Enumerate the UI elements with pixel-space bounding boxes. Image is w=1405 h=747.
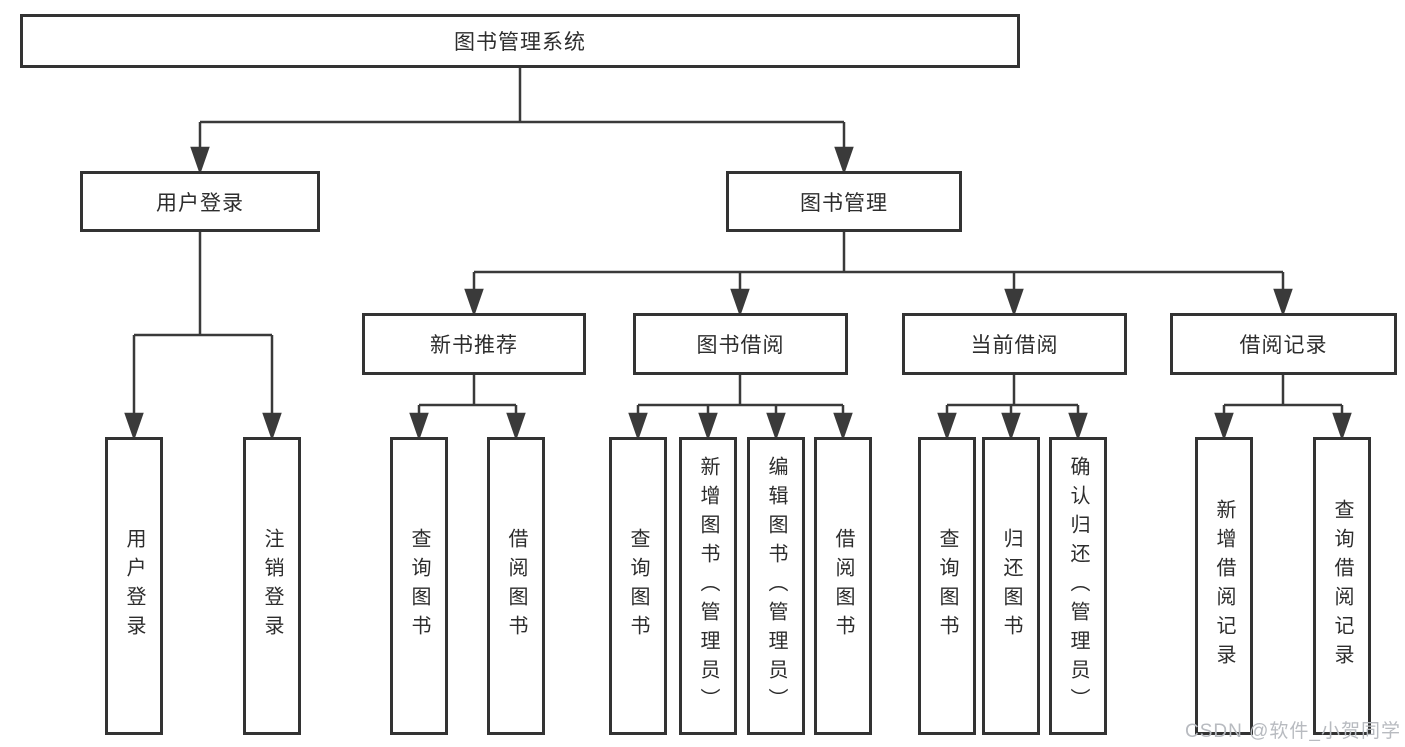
- leaf-borrow-books: 借阅图书: [814, 437, 872, 735]
- arrowhead: [730, 288, 750, 317]
- leaf-return-books: 归还图书: [982, 437, 1040, 735]
- arrowhead: [1273, 288, 1293, 317]
- arrowhead: [409, 412, 429, 441]
- leaf-label: 借阅图书: [832, 528, 854, 644]
- leaf-label: 编辑图书（管理员）: [765, 455, 787, 717]
- arrowhead: [833, 412, 853, 441]
- leaf-query-borrow-record: 查询借阅记录: [1313, 437, 1371, 735]
- node-book-borrow: 图书借阅: [633, 313, 848, 375]
- connector-root-to-level2: [190, 68, 854, 175]
- leaf-label: 查询图书: [627, 528, 649, 644]
- arrowhead: [937, 412, 957, 441]
- leaf-label: 借阅图书: [505, 528, 527, 644]
- arrowhead: [834, 146, 854, 175]
- leaf-label: 注销登录: [261, 528, 283, 644]
- arrowhead: [1214, 412, 1234, 441]
- leaf-label: 新增图书（管理员）: [697, 455, 719, 717]
- leaf-label: 查询借阅记录: [1331, 499, 1353, 673]
- arrowhead: [1068, 412, 1088, 441]
- arrowhead: [766, 412, 786, 441]
- connector-borrow-to-leaves: [628, 375, 853, 441]
- arrowhead: [262, 412, 282, 441]
- node-book-management: 图书管理: [726, 171, 962, 232]
- node-user-login: 用户登录: [80, 171, 320, 232]
- connector-userlogin-to-leaves: [124, 232, 282, 441]
- leaf-label: 查询图书: [408, 528, 430, 644]
- leaf-confirm-return-admin: 确认归还（管理员）: [1049, 437, 1107, 735]
- arrowhead: [698, 412, 718, 441]
- leaf-label: 归还图书: [1000, 528, 1022, 644]
- leaf-label: 确认归还（管理员）: [1067, 455, 1089, 717]
- arrowhead: [1332, 412, 1352, 441]
- arrowhead: [464, 288, 484, 317]
- arrowhead: [506, 412, 526, 441]
- connector-records-to-leaves: [1214, 375, 1352, 441]
- connector-bookmgmt-to-level3: [464, 232, 1293, 317]
- leaf-logout: 注销登录: [243, 437, 301, 735]
- arrowhead: [190, 146, 210, 175]
- connector-recommend-to-leaves: [409, 375, 526, 441]
- arrowhead: [1001, 412, 1021, 441]
- leaf-query-books-current: 查询图书: [918, 437, 976, 735]
- leaf-edit-books-admin: 编辑图书（管理员）: [747, 437, 805, 735]
- leaf-add-books-admin: 新增图书（管理员）: [679, 437, 737, 735]
- leaf-label: 新增借阅记录: [1213, 499, 1235, 673]
- arrowhead: [124, 412, 144, 441]
- node-current-borrow: 当前借阅: [902, 313, 1127, 375]
- leaf-label: 用户登录: [123, 528, 145, 644]
- leaf-query-books-recommend: 查询图书: [390, 437, 448, 735]
- connector-current-to-leaves: [937, 375, 1088, 441]
- arrowhead: [1004, 288, 1024, 317]
- leaf-add-borrow-record: 新增借阅记录: [1195, 437, 1253, 735]
- leaf-query-books-borrow: 查询图书: [609, 437, 667, 735]
- csdn-watermark: CSDN @软件_小贺同学: [1185, 721, 1401, 742]
- node-new-book-recommend: 新书推荐: [362, 313, 586, 375]
- arrowhead: [628, 412, 648, 441]
- node-borrow-records: 借阅记录: [1170, 313, 1397, 375]
- leaf-borrow-books-recommend: 借阅图书: [487, 437, 545, 735]
- node-root-library-system: 图书管理系统: [20, 14, 1020, 68]
- leaf-label: 查询图书: [936, 528, 958, 644]
- leaf-user-login: 用户登录: [105, 437, 163, 735]
